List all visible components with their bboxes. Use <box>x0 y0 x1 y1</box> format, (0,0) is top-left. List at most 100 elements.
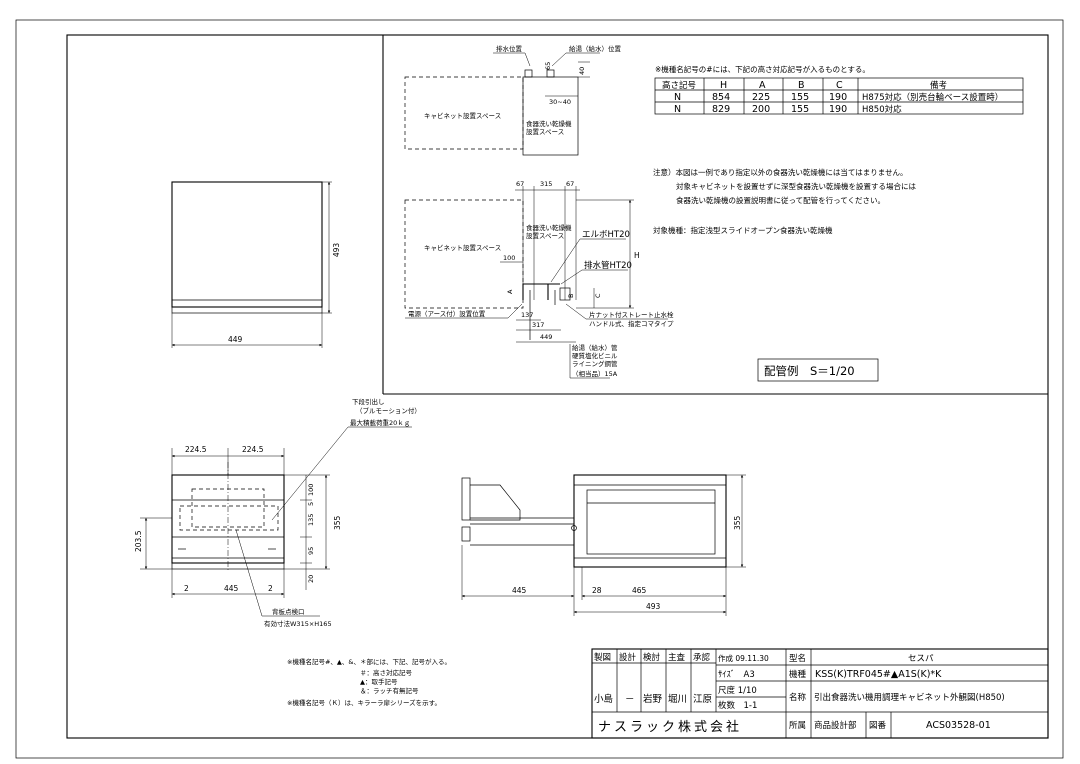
table-cell-0-0: N <box>674 92 681 103</box>
drawing-scale: 尺度 1/10 <box>718 685 757 696</box>
front-dim-20: 20 <box>307 575 315 583</box>
side-dim-493: 493 <box>646 602 661 611</box>
outer-frame <box>15 19 1064 759</box>
side-view: 355 445 28 465 493 <box>461 474 746 616</box>
cabinet-space-lower: キャビネット設置スペース <box>424 243 501 252</box>
table-cell-1-5: H850対応 <box>862 104 902 115</box>
front-dim-2b: 2 <box>268 584 273 593</box>
table-header-0: 高さ記号 <box>662 80 696 91</box>
dim-H-label: H <box>634 251 640 260</box>
dim-67b-label: 67 <box>566 180 574 188</box>
drawer-label-1: 下段引出し <box>352 397 385 406</box>
front-dim-5: 5 <box>307 502 315 506</box>
name-approval: 江原 <box>693 694 712 705</box>
paper-size: ｻｲｽﾞ A3 <box>718 670 755 680</box>
table-header-4: C <box>836 80 843 91</box>
role-design: 設計 <box>619 652 637 663</box>
front-dim-2a: 2 <box>184 584 189 593</box>
pipe-label-3: ライニング鋼管 <box>572 359 618 368</box>
footnote-line-2b: ▲：取手記号 <box>360 677 398 686</box>
valve-label-1: 片ナット付ストレート止水栓 <box>589 310 674 319</box>
table-cell-0-4: 190 <box>829 92 847 103</box>
front-dim-445: 445 <box>224 584 239 593</box>
dim-67a-label: 67 <box>516 180 524 188</box>
front-dim-95: 95 <box>307 547 315 555</box>
pipe-label-4: （相当品）15A <box>572 369 618 378</box>
table-cell-1-3: 155 <box>791 104 809 115</box>
front-dim-355: 355 <box>333 515 342 530</box>
table-cell-1-4: 190 <box>829 104 847 115</box>
created-date: 作成 09.11.30 <box>718 653 769 663</box>
product-name-value: 引出食器洗い機用調理キャビネット外観図(H850) <box>814 692 1005 703</box>
table-cell-0-5: H875対応（別売台輪ベース設置時） <box>862 92 1003 103</box>
valve-label-2: ハンドル式、指定コマタイプ <box>589 319 674 328</box>
title-block: 製図 設計 検討 主査 承認 小島 － 岩野 堀川 江原 作成 09.11.30… <box>591 648 1049 739</box>
target-model-note: 対象機種：指定浅型スライドオープン食器洗い乾燥機 <box>653 225 833 235</box>
notes: ※機種名記号の#には、下記の高さ対応記号が入るものとする。 高さ記号 H A B… <box>653 64 1024 235</box>
table-cell-1-2: 200 <box>752 104 770 115</box>
elbow-label: エルボHT20 <box>582 230 630 240</box>
dim-315-label: 315 <box>540 180 552 188</box>
dim-C-label: C <box>594 293 602 298</box>
dim-65-label: 65 <box>544 62 552 70</box>
role-review: 検討 <box>643 652 661 663</box>
table-intro: ※機種名記号の#には、下記の高さ対応記号が入るものとする。 <box>655 64 870 74</box>
dishwasher-space-lower-1: 食器洗い乾燥機 <box>526 223 572 232</box>
top-view-width-dim: 449 <box>228 335 243 344</box>
max-load-label: 最大積載荷重20ｋｇ <box>350 418 410 427</box>
drawing-no-value: ACS03528-01 <box>926 720 991 731</box>
drain-position-label: 排水位置 <box>496 44 523 53</box>
pipe-label-2: 硬質塩化ビニル <box>572 351 618 360</box>
front-dim-135: 135 <box>307 514 315 526</box>
table-cell-0-2: 225 <box>752 92 770 103</box>
model-type-label: 型名 <box>789 653 806 664</box>
front-view: 下段引出し （ブルモーション付） 最大積載荷重20ｋｇ 224.5 224.5 … <box>134 397 421 628</box>
table-header-1: H <box>720 80 727 91</box>
height-table: 高さ記号 H A B C 備考 N 854 225 155 190 H875対応… <box>654 77 1024 115</box>
caution-line-3: 食器洗い乾燥機の設置説明書に従って配管を行ってください。 <box>676 195 885 205</box>
product-name-label: 名称 <box>789 692 807 703</box>
dim-A-label: A <box>506 289 514 294</box>
side-dim-445: 445 <box>512 586 527 595</box>
name-drafting: 小島 <box>594 693 613 705</box>
table-cell-0-1: 854 <box>712 92 730 103</box>
table-header-3: B <box>798 80 805 91</box>
caution-line-1: 注意）本図は一例であり指定以外の食器洗い乾燥機には当てはまりません。 <box>653 167 908 177</box>
drawing-no-label: 図番 <box>869 720 887 731</box>
cabinet-space-upper: キャビネット設置スペース <box>424 111 501 120</box>
caution-line-2: 対象キャビネットを設置せずに深型食器洗い乾燥機を設置する場合には <box>676 181 916 191</box>
footnote-line-1: ※機種名記号#、▲、&、＊部には、下記、記号が入る。 <box>287 657 451 666</box>
front-dim-224-5b: 224.5 <box>242 445 264 454</box>
piping-scale-label: 配管例 S＝1/20 <box>764 364 855 378</box>
drain-socket-label: 排水管HT20 <box>584 260 632 271</box>
table-cell-1-0: N <box>674 104 681 115</box>
dim-B-label: B <box>567 294 575 298</box>
role-drafting: 製図 <box>594 652 611 663</box>
dept-label: 所属 <box>789 720 806 731</box>
pipe-label-1: 給湯（給水）管 <box>572 343 618 352</box>
top-view-height-dim: 493 <box>332 243 341 258</box>
drawer-label-2: （ブルモーション付） <box>356 406 421 415</box>
footnote-line-2a: ＃：高さ対応記号 <box>360 668 413 677</box>
role-chief: 主査 <box>668 652 686 663</box>
dim-317-label: 317 <box>532 321 544 329</box>
company-name: ナスラック株式会社 <box>598 719 742 735</box>
inspection-label-1: 背板点検口 <box>272 607 305 616</box>
top-view: 493 449 <box>171 181 341 348</box>
dishwasher-space-lower-2: 設置スペース <box>526 231 564 240</box>
name-design: － <box>625 694 635 705</box>
inspection-label-2: 有効寸法W315×H165 <box>264 619 332 628</box>
side-dim-355: 355 <box>733 515 742 530</box>
front-dim-100: 100 <box>307 484 315 496</box>
name-chief: 堀川 <box>668 694 687 705</box>
supply-position-label: 給湯（給水）位置 <box>569 44 622 53</box>
front-dim-203-5: 203.5 <box>134 530 143 552</box>
table-header-2: A <box>759 80 766 91</box>
dishwasher-space-upper-2: 設置スペース <box>526 127 564 136</box>
front-dim-224-5a: 224.5 <box>185 445 207 454</box>
dept-value: 商品設計部 <box>814 720 857 731</box>
side-dim-28: 28 <box>592 586 602 595</box>
dim-30-40-label: 30~40 <box>549 98 571 106</box>
inner-frame <box>66 34 1049 739</box>
footnote-line-2c: ＆：ラッチ有無記号 <box>360 686 419 695</box>
